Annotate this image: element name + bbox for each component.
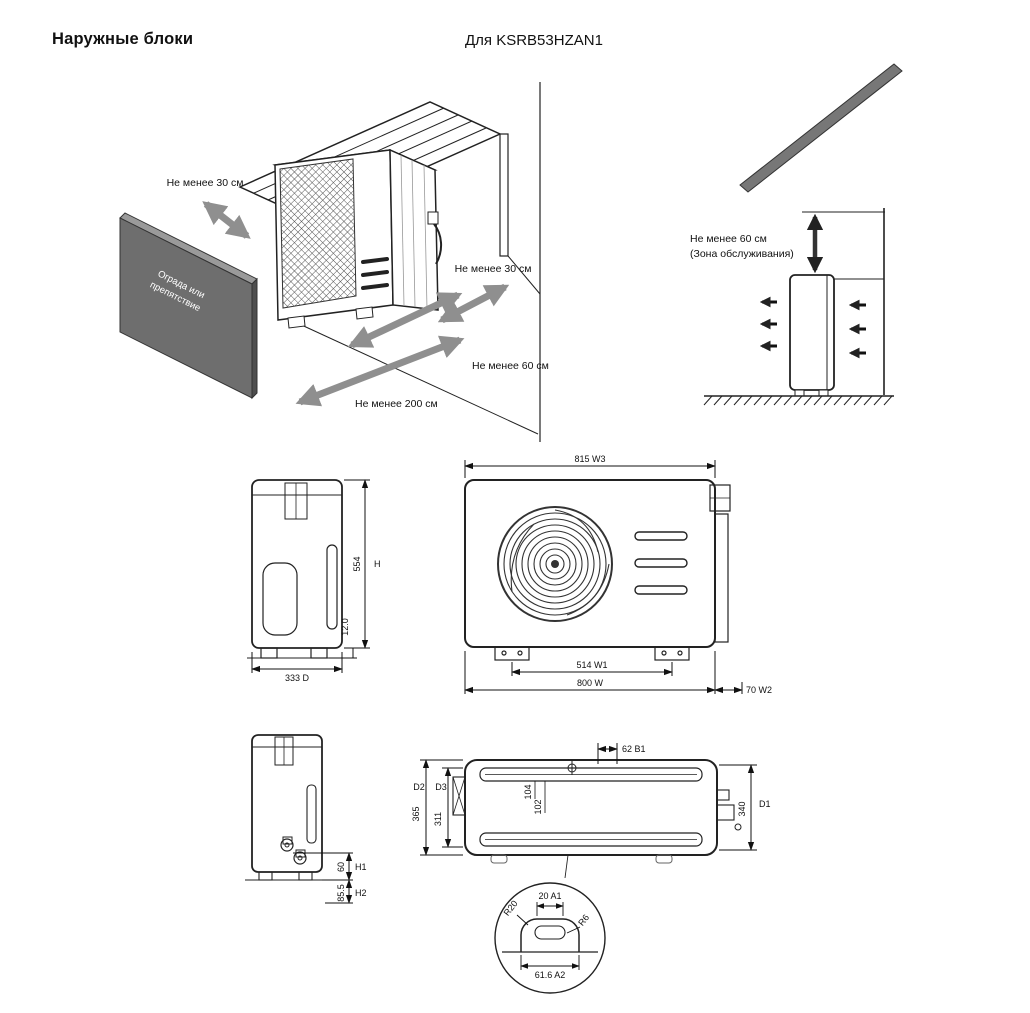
dim-333D: 333 D	[285, 673, 310, 683]
unit-grille	[279, 158, 357, 309]
valve-cover	[427, 211, 439, 225]
dim-12: 12.0	[340, 618, 350, 636]
unit-foot	[258, 871, 273, 881]
unit-foot	[298, 871, 313, 881]
dim-H: H	[374, 559, 381, 569]
label-service-line2: (Зона обслуживания)	[690, 248, 794, 260]
side-panel	[714, 513, 729, 643]
unit-foot	[355, 306, 374, 320]
dim-D3: D3	[435, 782, 447, 792]
dim-62B1: 62 B1	[622, 744, 646, 754]
outdoor-unit-iso	[272, 148, 442, 329]
unit-side-outline	[247, 479, 347, 659]
dim-D1: D1	[759, 799, 771, 809]
unit-foot	[490, 854, 508, 864]
dim-514W1: 514 W1	[576, 660, 607, 670]
dim-815W3: 815 W3	[574, 454, 605, 464]
dim-855: 85.5	[336, 884, 346, 902]
arrow-200cm	[295, 335, 465, 407]
detail-circle	[494, 882, 606, 994]
unit-foot	[794, 389, 805, 397]
dim-365: 365	[411, 806, 421, 821]
side-view-dimension-lines	[251, 479, 370, 673]
model-subtitle: Для KSRB53HZAN1	[465, 32, 603, 49]
service-valves	[280, 836, 307, 865]
side2-dimension-lines	[293, 852, 353, 904]
top-view-dimension-lines	[420, 743, 757, 856]
dim-R20: R20	[502, 899, 520, 918]
arrow-30cm-side	[437, 283, 510, 324]
detail-dimension-lines	[516, 902, 581, 970]
label-min30-side: Не менее 30 см	[455, 263, 532, 275]
front-view-dimension-lines	[464, 460, 743, 694]
fence-obstacle: Ограда или препятствие	[119, 212, 258, 400]
fan-grille	[497, 506, 613, 622]
foot-cross-section	[502, 918, 598, 953]
label-service-line1: Не менее 60 см	[690, 233, 767, 245]
dim-60: 60	[336, 862, 346, 872]
dim-H2: H2	[355, 888, 367, 898]
unit-foot	[310, 647, 328, 659]
front-feet	[494, 646, 690, 661]
label-min60: Не менее 60 см	[472, 360, 549, 372]
unit-foot	[260, 647, 278, 659]
left-bracket	[452, 776, 466, 816]
unit-front-outline	[464, 479, 731, 648]
unit-side2-outline	[245, 734, 345, 881]
dimension-top-view: 62 B1 D2 365 D3 311 104 102 340 D1	[411, 743, 771, 879]
label-min200: Не менее 200 см	[355, 398, 438, 410]
label-min30-top: Не менее 30 см	[167, 177, 244, 189]
pipe-connection	[716, 804, 735, 821]
front-vents	[634, 531, 688, 595]
roof-slope	[739, 63, 903, 193]
dim-340: 340	[737, 801, 747, 816]
dimension-front-view: 815 W3 514 W1 800 W 70 W2	[464, 454, 772, 695]
unit-foot	[818, 389, 829, 397]
unit-top-outline	[452, 759, 742, 879]
handle-slot	[326, 544, 338, 630]
dim-20A1: 20 A1	[538, 891, 561, 901]
foot-detail-view: 20 A1 61.6 A2 R20 R6	[494, 882, 606, 994]
airflow-arrows	[759, 296, 866, 359]
dim-102: 102	[533, 799, 543, 814]
page-title: Наружные блоки	[52, 30, 194, 48]
iso-installation-diagram: Ограда или препятствие	[119, 82, 549, 442]
handle-slot	[306, 784, 317, 844]
refrigerant-pipe	[433, 223, 442, 265]
dim-70W2: 70 W2	[746, 685, 772, 695]
dim-H1: H1	[355, 862, 367, 872]
pipe-connection	[716, 789, 730, 801]
unit-foot	[655, 854, 673, 864]
side-installation-diagram: Не менее 60 см (Зона обслуживания)	[690, 63, 903, 406]
unit-side-vents	[361, 257, 389, 290]
arrow-30cm-top	[202, 201, 251, 239]
dim-R6: R6	[576, 913, 591, 928]
ground	[703, 395, 894, 406]
dimension-side-view: 554 H 12.0 333 D	[247, 479, 381, 683]
dim-311: 311	[433, 812, 443, 826]
outdoor-unit-side	[789, 274, 884, 397]
dim-616A2: 61.6 A2	[535, 970, 566, 980]
side-grille	[262, 562, 298, 636]
dim-104: 104	[523, 784, 533, 799]
screw-mark	[565, 761, 579, 775]
dim-D2: D2	[413, 782, 425, 792]
unit-foot	[287, 315, 306, 329]
dim-800W: 800 W	[577, 678, 604, 688]
dim-554: 554	[352, 556, 362, 571]
clearance-arrows	[202, 201, 510, 407]
dimension-side-view-2: 60 H1 85.5 H2	[245, 734, 367, 904]
detail-leader	[564, 854, 569, 879]
